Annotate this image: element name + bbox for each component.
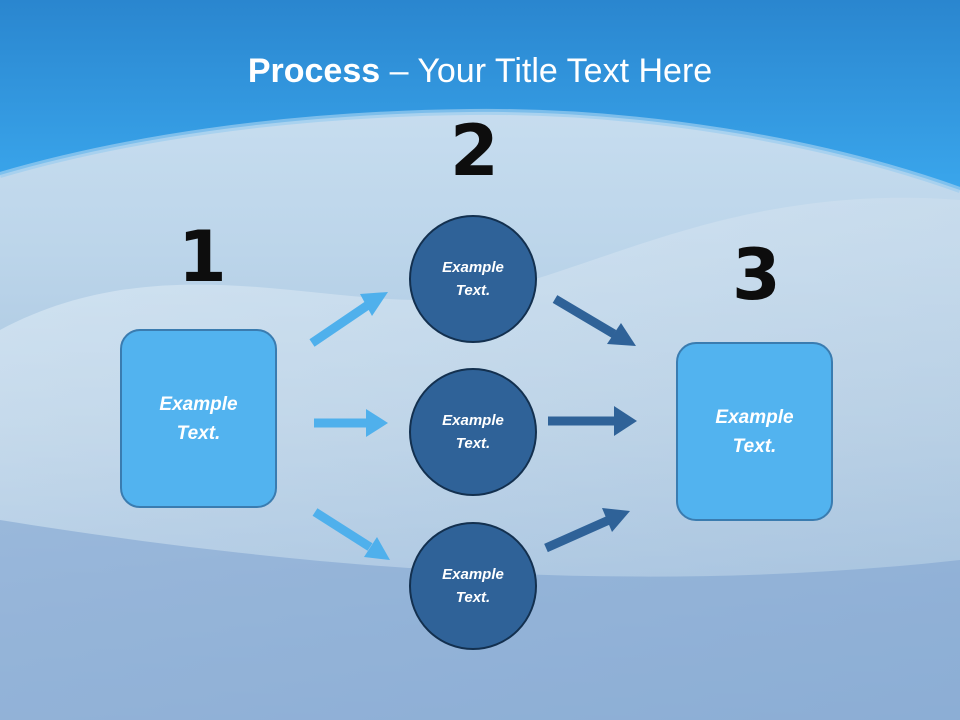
step-1-box: Example Text.: [120, 329, 277, 508]
step-3-text: Example Text.: [715, 406, 794, 457]
circle-middle-text: Example Text.: [442, 412, 504, 452]
slide-title: Process – Your Title Text Here: [0, 52, 960, 91]
title-rest: – Your Title Text Here: [380, 52, 713, 90]
step-number-3: 3: [732, 234, 781, 316]
step-number-1: 1: [178, 216, 227, 298]
step-number-2: 2: [450, 110, 499, 192]
circle-top-text: Example Text.: [442, 259, 504, 299]
step-1-text: Example Text.: [159, 393, 238, 444]
step-2-circle-middle: Example Text.: [409, 368, 537, 496]
title-bold: Process: [247, 52, 381, 90]
step-3-box: Example Text.: [676, 342, 833, 521]
circle-bottom-text: Example Text.: [442, 566, 504, 606]
step-2-circle-top: Example Text.: [409, 215, 537, 343]
step-2-circle-bottom: Example Text.: [409, 522, 537, 650]
